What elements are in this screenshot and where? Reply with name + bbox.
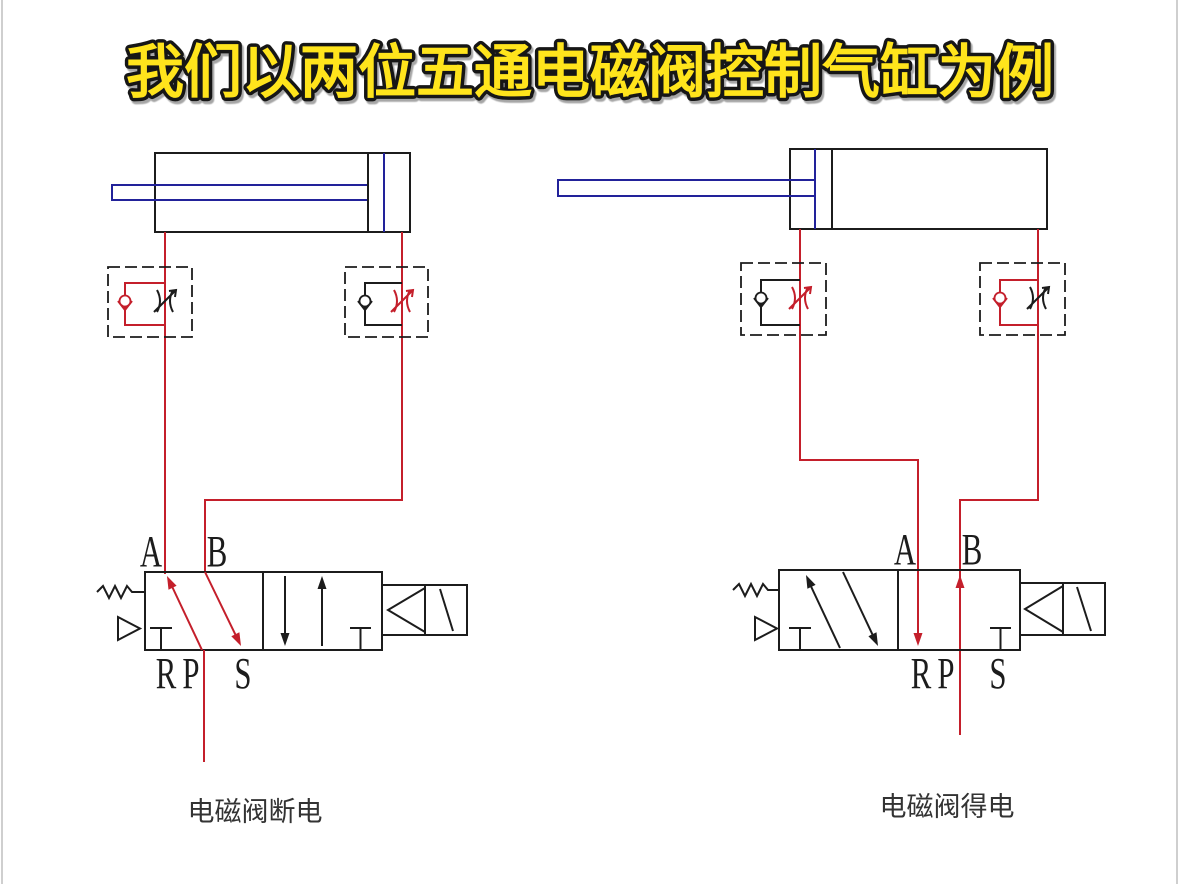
throttle-arrowhead bbox=[803, 285, 813, 295]
port-label-r: R bbox=[156, 650, 177, 699]
throttle-adjust-arrow bbox=[788, 286, 812, 310]
pilot-triangle-icon bbox=[754, 615, 780, 642]
check-valve-icon bbox=[357, 294, 373, 312]
cylinder-barrel bbox=[789, 148, 1048, 230]
flow-arrow-diagonal bbox=[842, 571, 877, 643]
cylinder bbox=[111, 152, 411, 233]
throttle-icon bbox=[153, 288, 178, 313]
line-port-b-supply bbox=[959, 229, 1039, 735]
flow-control-housing bbox=[740, 262, 827, 336]
throttle-arrowhead bbox=[168, 288, 178, 298]
flow-control-housing bbox=[107, 266, 193, 338]
flow-arrow-diagonal bbox=[807, 579, 841, 649]
port-label-p: P bbox=[937, 650, 954, 699]
port-label-b: B bbox=[207, 528, 228, 577]
blocked-port-icon bbox=[789, 627, 811, 650]
solenoid-chevron bbox=[1023, 585, 1064, 633]
diagram-caption: 电磁阀断电 bbox=[188, 797, 323, 828]
flow-control-valve-b bbox=[979, 262, 1066, 336]
blocked-port-icon bbox=[350, 627, 371, 650]
throttle-arc-right bbox=[169, 289, 174, 313]
throttle-arrowhead bbox=[405, 288, 415, 298]
flow-control-valve-a bbox=[740, 262, 827, 336]
throttle-arc-right bbox=[406, 289, 411, 313]
solenoid-winding bbox=[439, 588, 454, 632]
flow-arrow-p-to-a bbox=[168, 579, 203, 651]
flow-arrowhead-a-to-r bbox=[913, 633, 923, 646]
throttle-icon bbox=[390, 288, 415, 313]
check-valve-icon bbox=[117, 294, 133, 312]
port-label-s: S bbox=[234, 650, 251, 699]
flow-arrowhead bbox=[868, 632, 878, 646]
flow-arrowhead bbox=[167, 576, 177, 590]
piston-rod bbox=[557, 179, 816, 197]
pilot-triangle-icon bbox=[117, 615, 143, 642]
flow-arrowhead bbox=[280, 633, 290, 646]
flow-arrowhead bbox=[317, 576, 327, 589]
line-port-b bbox=[204, 232, 403, 572]
page-title: 我们以两位五通电磁阀控制气缸为例 bbox=[126, 38, 1054, 106]
flow-arrowhead bbox=[231, 632, 241, 646]
throttle-arc-left bbox=[1029, 286, 1034, 310]
diagram-energized: A B R P S 电磁阀得电 bbox=[557, 148, 1106, 823]
throttle-arc-left bbox=[156, 289, 161, 313]
blocked-port-icon bbox=[990, 627, 1011, 650]
throttle-adjust-arrow bbox=[153, 289, 177, 313]
check-valve-icon bbox=[753, 291, 769, 309]
cylinder bbox=[557, 148, 1048, 230]
solenoid-chevron bbox=[386, 587, 426, 633]
flow-arrowhead-p-to-b bbox=[955, 575, 965, 588]
port-label-b: B bbox=[962, 526, 983, 575]
solenoid-valve-5-2 bbox=[96, 571, 468, 651]
blocked-port-icon bbox=[150, 627, 172, 650]
throttle-arc-left bbox=[393, 289, 398, 313]
throttle-icon bbox=[1026, 285, 1051, 310]
throttle-adjust-arrow bbox=[1026, 286, 1050, 310]
check-valve-ball bbox=[993, 291, 1007, 305]
throttle-arrowhead bbox=[1041, 285, 1051, 295]
valve-body bbox=[778, 569, 1021, 651]
spring-return-icon bbox=[732, 581, 779, 599]
throttle-icon bbox=[788, 285, 813, 310]
solenoid-coil-icon bbox=[381, 584, 468, 636]
flow-control-valve-a bbox=[107, 266, 193, 338]
solenoid-coil-icon bbox=[1019, 582, 1106, 636]
diagram-deenergized: A B R P S 电磁阀断电 bbox=[96, 152, 468, 828]
piston-rod bbox=[111, 184, 369, 201]
throttle-arc-right bbox=[1042, 286, 1047, 310]
port-label-a: A bbox=[140, 528, 163, 577]
flow-arrowhead bbox=[806, 575, 816, 589]
solenoid-winding bbox=[1076, 586, 1092, 632]
check-valve-ball bbox=[358, 294, 372, 308]
flow-control-valve-b bbox=[344, 266, 429, 338]
check-valve-ball bbox=[754, 291, 768, 305]
spring-return-icon bbox=[96, 583, 145, 601]
throttle-arc-right bbox=[804, 286, 809, 310]
diagram-caption: 电磁阀得电 bbox=[880, 792, 1015, 823]
port-label-p: P bbox=[182, 650, 199, 699]
check-valve-icon bbox=[992, 291, 1008, 309]
port-label-s: S bbox=[989, 650, 1006, 699]
flow-control-housing bbox=[344, 266, 429, 338]
port-label-r: R bbox=[911, 650, 932, 699]
port-label-a: A bbox=[894, 526, 917, 575]
throttle-adjust-arrow bbox=[390, 289, 414, 313]
check-valve-ball bbox=[118, 294, 132, 308]
flow-control-housing bbox=[979, 262, 1066, 336]
line-port-a bbox=[799, 229, 919, 640]
throttle-arc-left bbox=[791, 286, 796, 310]
solenoid-valve-5-2 bbox=[732, 569, 1106, 651]
cylinder-barrel bbox=[154, 152, 411, 233]
flow-arrow-b-to-s bbox=[204, 571, 240, 643]
